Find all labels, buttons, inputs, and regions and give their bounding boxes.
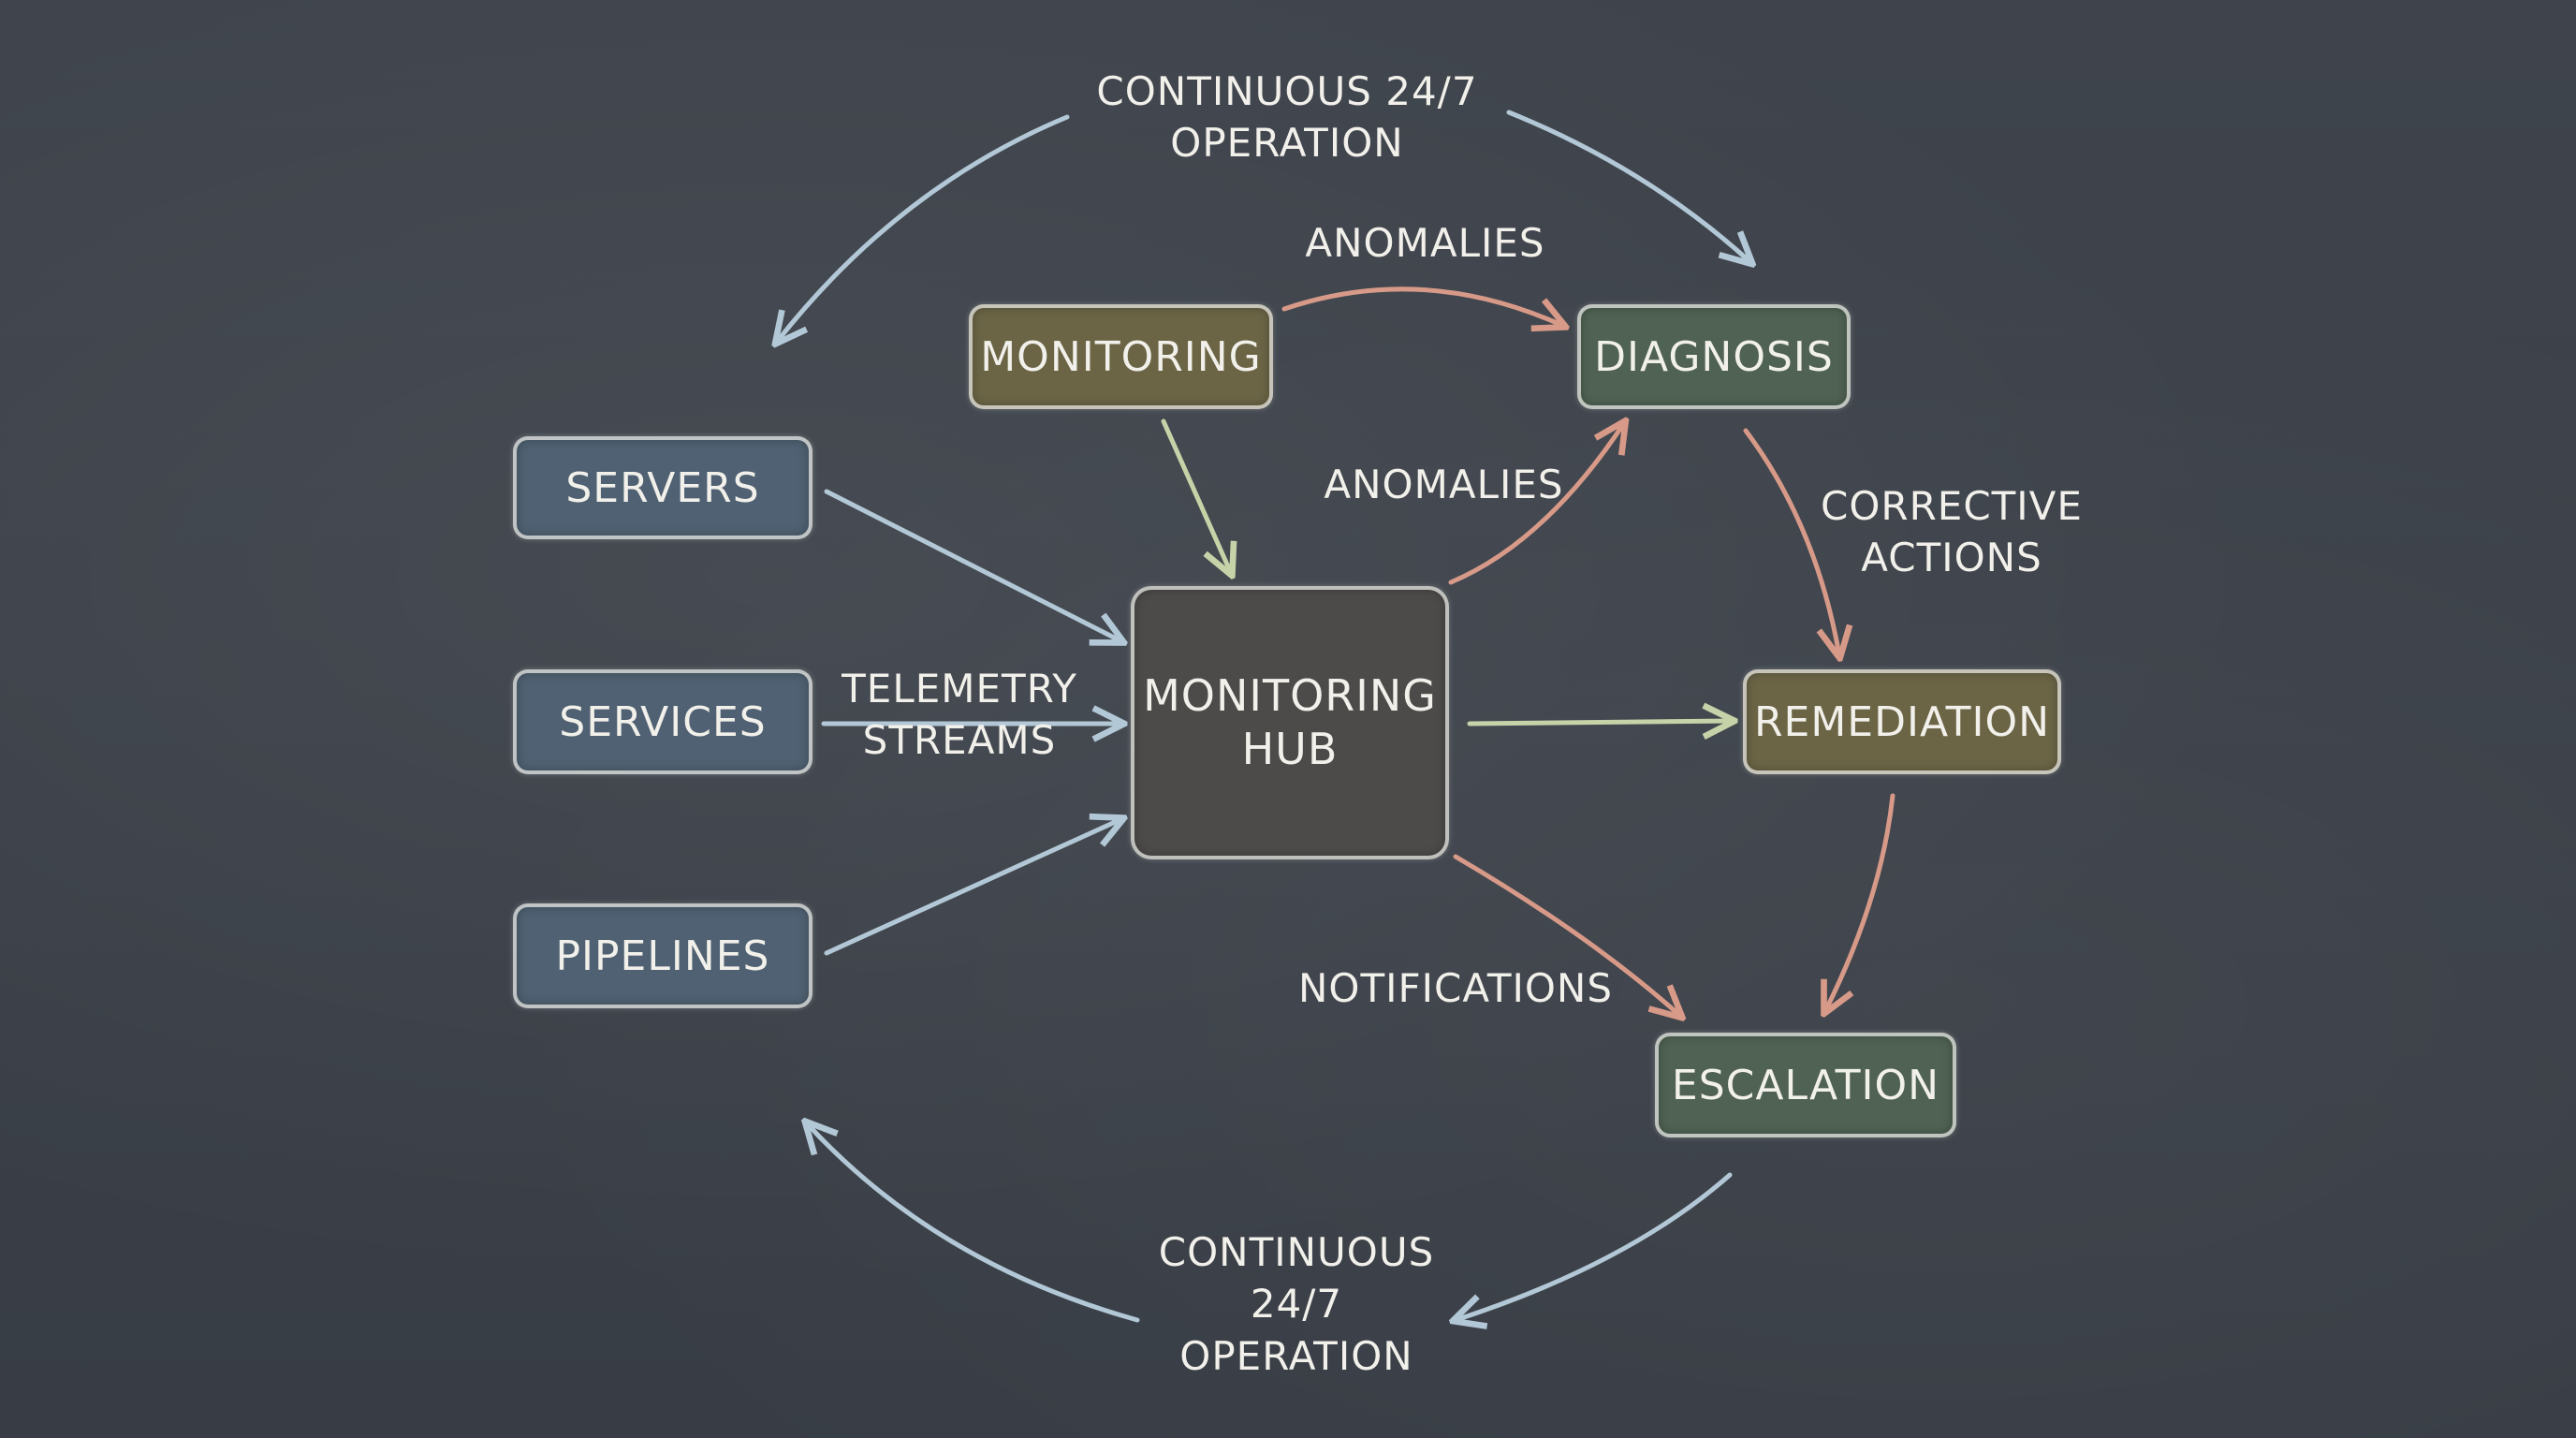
node-escalation: ESCALATION <box>1655 1033 1956 1137</box>
cycle-arrow-bottom-right <box>1456 1172 1733 1320</box>
arrow-remediation-to-escalation <box>1825 793 1895 1011</box>
label-notifications: NOTIFICATIONS <box>1297 965 1614 1011</box>
cycle-arrow-top-left <box>777 114 1070 342</box>
label-corrective-actions: CORRECTIVE ACTIONS <box>1821 483 2083 581</box>
node-pipelines: PIPELINES <box>513 903 812 1008</box>
cycle-arrow-top-right <box>1506 110 1750 262</box>
label-anomalies-top: ANOMALIES <box>1305 220 1545 266</box>
label-telemetry-streams: TELEMETRY STREAMS <box>842 666 1077 764</box>
node-escalation-label: ESCALATION <box>1671 1061 1940 1109</box>
node-servers: SERVERS <box>513 436 812 539</box>
label-continuous-bottom: CONTINUOUS 24/7 OPERATION <box>1158 1229 1435 1379</box>
node-diagnosis: DIAGNOSIS <box>1577 304 1851 409</box>
node-remediation: REMEDIATION <box>1743 669 2061 774</box>
node-pipelines-label: PIPELINES <box>555 932 770 980</box>
node-diagnosis-label: DIAGNOSIS <box>1594 332 1834 381</box>
node-monitoring-hub-label: MONITORING HUB <box>1143 669 1437 775</box>
node-monitoring-label: MONITORING <box>980 332 1262 381</box>
label-anomalies-mid: ANOMALIES <box>1324 462 1564 507</box>
arrow-hub-to-remediation <box>1467 721 1732 724</box>
arrow-diagnosis-to-remediation <box>1743 428 1839 655</box>
arrow-hub-to-diagnosis <box>1448 423 1624 585</box>
label-continuous-top: CONTINUOUS 24/7 OPERATION <box>1096 68 1478 167</box>
cycle-arrow-bottom-left <box>807 1123 1140 1323</box>
node-services: SERVICES <box>513 669 812 774</box>
arrow-pipelines-to-hub <box>824 819 1121 956</box>
node-servers-label: SERVERS <box>565 463 760 512</box>
node-remediation-label: REMEDIATION <box>1753 697 2051 746</box>
arrow-monitoring-to-diagnosis <box>1281 286 1563 326</box>
node-services-label: SERVICES <box>559 697 767 746</box>
arrow-monitoring-to-hub <box>1161 418 1231 573</box>
arrow-hub-to-escalation <box>1453 854 1680 1016</box>
node-monitoring-hub: MONITORING HUB <box>1131 586 1449 859</box>
node-monitoring: MONITORING <box>969 304 1273 409</box>
arrow-servers-to-hub <box>824 489 1121 641</box>
